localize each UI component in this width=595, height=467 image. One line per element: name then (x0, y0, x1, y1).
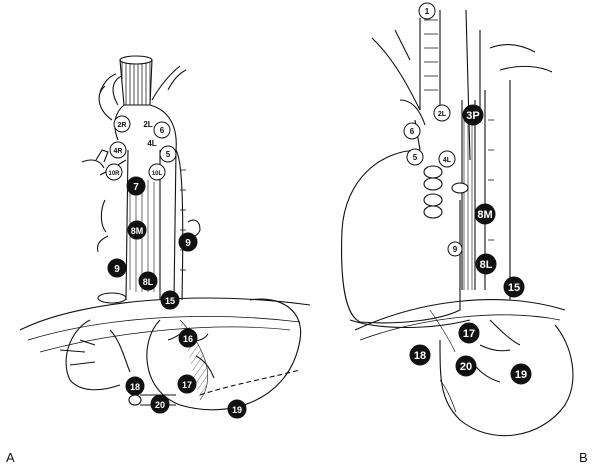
node-marker-b-3p (462, 104, 484, 126)
node-label-a-2l: 2L (143, 120, 152, 129)
node-marker-b-19 (510, 363, 532, 385)
node-label-b-1: 1 (425, 7, 430, 16)
node-label-a-16: 16 (183, 334, 193, 344)
node-label-a-18: 18 (130, 382, 140, 392)
node-label-a-4l: 4L (147, 139, 156, 148)
node-label-a-19: 19 (232, 405, 242, 415)
node-label-b-4l: 4L (443, 157, 452, 164)
node-label-a-10r: 10R (108, 171, 120, 177)
node-marker-a-4r (109, 141, 127, 159)
node-marker-a-10r (105, 163, 123, 181)
node-label-a-5: 5 (166, 150, 171, 159)
node-marker-b-20 (455, 355, 477, 377)
node-marker-a-7 (126, 176, 146, 196)
node-marker-a-10l (148, 163, 166, 181)
node-marker-a-8l (138, 271, 158, 291)
node-label-b-9: 9 (453, 245, 458, 254)
node-label-a-7: 7 (133, 182, 139, 193)
node-label-b-2l: 2L (438, 111, 447, 118)
node-label-b-17: 17 (463, 328, 475, 340)
node-marker-a-15 (160, 290, 180, 310)
node-label-a-20: 20 (155, 400, 165, 410)
node-label-b-8m: 8M (477, 209, 492, 221)
node-label-b-8l: 8L (480, 259, 493, 271)
node-marker-a-17 (177, 374, 197, 394)
node-marker-b-6 (403, 122, 421, 140)
node-label-b-3p: 3P (466, 110, 479, 122)
node-label-a-17: 17 (182, 380, 192, 390)
node-marker-b-4l (438, 150, 456, 168)
node-marker-a-16 (178, 328, 198, 348)
node-marker-b-18 (409, 344, 431, 366)
node-marker-a-18 (125, 376, 145, 396)
node-marker-a-20 (150, 394, 170, 414)
node-label-b-18: 18 (414, 350, 426, 362)
node-label-a-6: 6 (160, 126, 165, 135)
node-marker-a-6 (153, 121, 171, 139)
node-label-b-5: 5 (413, 153, 418, 162)
node-marker-b-8l (475, 253, 497, 275)
node-marker-a-5 (159, 145, 177, 163)
node-station-labels: 2R 2L 6 4R 4L 5 10R 10L 7 8M 9 9 8L 15 16 18 17 20 19 1 2L 3P… (105, 2, 532, 419)
node-label-a-2r: 2R (118, 122, 127, 129)
node-marker-a-8m (127, 220, 147, 240)
node-marker-b-8m (474, 203, 496, 225)
node-marker-b-15 (503, 276, 525, 298)
node-marker-a-19 (227, 399, 247, 419)
panel-letter-a: A (6, 450, 15, 465)
node-marker-a-9 (178, 232, 198, 252)
node-label-b-19: 19 (515, 369, 527, 381)
node-marker-b-5 (406, 148, 424, 166)
node-label-b-20: 20 (460, 361, 472, 373)
panel-a-anatomy (19, 55, 311, 411)
node-label-a-15: 15 (165, 296, 175, 306)
node-label-a-8l: 8L (143, 277, 154, 287)
node-label-a-9: 9 (114, 264, 120, 275)
node-label-a-10l: 10L (152, 171, 163, 177)
node-label-a-8m: 8M (131, 226, 144, 236)
node-marker-b-9 (447, 241, 463, 257)
node-marker-a-2r (113, 115, 131, 133)
node-marker-b-2l (433, 104, 451, 122)
panel-letter-b: B (579, 450, 588, 465)
node-label-b-6: 6 (410, 127, 415, 136)
node-label-a-4r: 4R (114, 148, 123, 155)
node-label-b-15: 15 (508, 282, 520, 294)
node-marker-a-9 (107, 258, 127, 278)
node-marker-b-17 (458, 322, 480, 344)
node-marker-b-1 (418, 2, 436, 20)
node-label-a-9: 9 (185, 238, 191, 249)
panel-b-anatomy (341, 9, 574, 437)
